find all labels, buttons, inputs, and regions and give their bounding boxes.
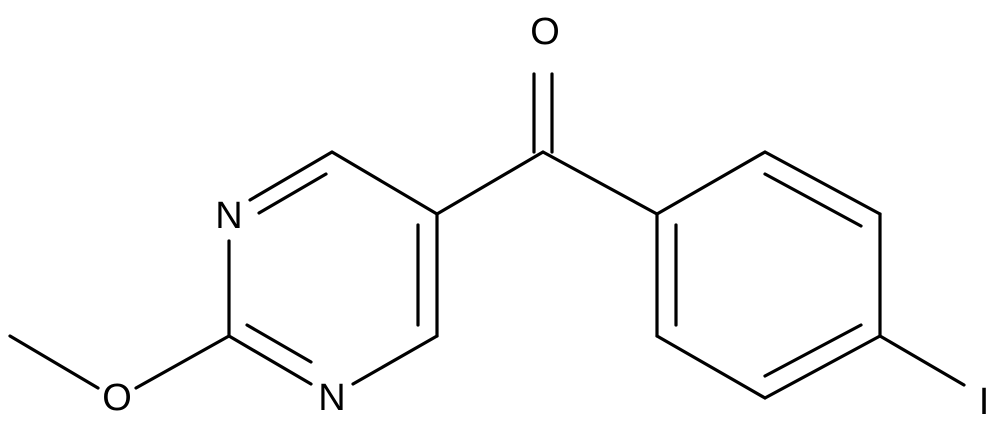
- phenyl-c2-c3-inner-bond: [763, 172, 863, 228]
- carbonyl-to-phenyl-bond: [541, 150, 659, 216]
- pyrimidine-nitrogen-bottom-label: N: [318, 377, 345, 419]
- carbon-iodine-bond: [878, 334, 966, 387]
- pyrimidine-c2-n3-inner-bond: [245, 323, 313, 364]
- phenyl-c2-c3-bond: [763, 150, 882, 216]
- methoxy-c-o-bond: [134, 334, 231, 390]
- pyrimidine-c2-n3-bond: [227, 334, 313, 386]
- carbonyl-oxygen-label: O: [530, 11, 560, 53]
- pyrimidine-c6-n1-inner-bond: [257, 172, 328, 215]
- phenyl-c5-c6-bond: [655, 334, 767, 400]
- methyl-bond: [8, 334, 100, 390]
- phenyl-c4-c5-inner-bond: [763, 323, 863, 378]
- iodine-label: I: [979, 381, 990, 423]
- pyrimidine-c5-c6-bond: [330, 150, 439, 216]
- phenyl-c4-c5-bond: [763, 334, 882, 400]
- pyrimidine-c6-n1-bond: [248, 150, 334, 202]
- carbonyl-to-pyrimidine-bond: [435, 150, 545, 216]
- methoxy-oxygen-label: O: [102, 377, 132, 419]
- pyrimidine-nitrogen-top-label: N: [215, 195, 242, 237]
- pyrimidine-n3-c4-bond: [351, 334, 439, 386]
- phenyl-c1-c2-bond: [655, 150, 767, 216]
